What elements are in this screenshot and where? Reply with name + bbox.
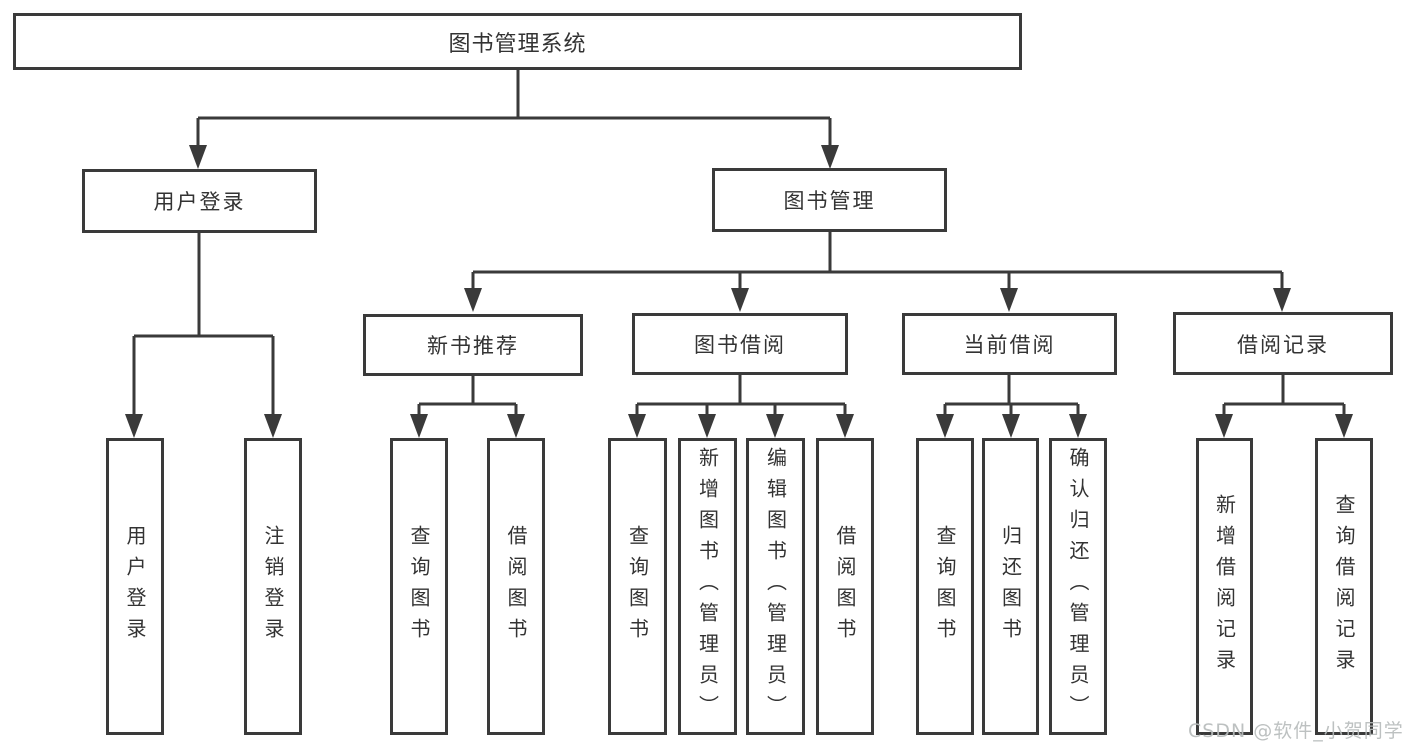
node-book-borrowing: 图书借阅: [632, 313, 848, 375]
node-borrowing-records: 借阅记录: [1173, 312, 1393, 375]
leaf-edit-book-admin: 编辑图书（管理员）: [746, 438, 805, 735]
leaf-confirm-return-admin-label: 确认归还（管理员）: [1066, 447, 1090, 726]
watermark: CSDN @软件_小贺同学: [1188, 720, 1404, 742]
leaf-logout: 注销登录: [244, 438, 302, 735]
leaf-user-login: 用户登录: [106, 438, 164, 735]
node-book-borrowing-label: 图书借阅: [694, 333, 786, 357]
leaf-query-books-borrowing: 查询图书: [608, 438, 667, 735]
leaf-edit-book-admin-label: 编辑图书（管理员）: [763, 447, 788, 726]
leaf-borrow-books-recommend-label: 借阅图书: [504, 524, 528, 649]
node-root-label: 图书管理系统: [448, 31, 587, 57]
leaf-return-book-label: 归还图书: [998, 524, 1023, 649]
node-current-borrowing: 当前借阅: [902, 313, 1117, 375]
leaf-query-books-borrowing-label: 查询图书: [625, 524, 650, 649]
leaf-user-login-label: 用户登录: [123, 524, 147, 649]
leaf-query-borrow-record-label: 查询借阅记录: [1332, 493, 1356, 680]
node-borrowing-records-label: 借阅记录: [1237, 332, 1329, 357]
leaf-query-books-current: 查询图书: [916, 438, 974, 735]
node-book-management: 图书管理: [712, 168, 947, 232]
node-user-login-label: 用户登录: [153, 190, 246, 214]
leaf-add-book-admin: 新增图书（管理员）: [678, 438, 737, 735]
leaf-return-book: 归还图书: [982, 438, 1039, 735]
leaf-add-borrow-record: 新增借阅记录: [1196, 438, 1253, 735]
leaf-query-borrow-record: 查询借阅记录: [1315, 438, 1373, 735]
leaf-borrow-books: 借阅图书: [816, 438, 874, 735]
leaf-logout-label: 注销登录: [261, 524, 285, 649]
leaf-query-books-current-label: 查询图书: [933, 524, 957, 649]
leaf-borrow-books-label: 借阅图书: [833, 524, 857, 649]
leaf-add-book-admin-label: 新增图书（管理员）: [695, 447, 720, 726]
node-book-management-label: 图书管理: [783, 189, 876, 213]
node-root: 图书管理系统: [13, 13, 1022, 70]
leaf-query-books-recommend-label: 查询图书: [407, 524, 431, 649]
node-user-login: 用户登录: [82, 169, 317, 233]
leaf-borrow-books-recommend: 借阅图书: [487, 438, 545, 735]
leaf-add-borrow-record-label: 新增借阅记录: [1212, 493, 1237, 680]
node-new-book-recommend: 新书推荐: [363, 314, 583, 376]
leaf-confirm-return-admin: 确认归还（管理员）: [1049, 438, 1107, 735]
leaf-query-books-recommend: 查询图书: [390, 438, 448, 735]
node-new-book-recommend-label: 新书推荐: [427, 334, 519, 358]
node-current-borrowing-label: 当前借阅: [963, 333, 1056, 357]
